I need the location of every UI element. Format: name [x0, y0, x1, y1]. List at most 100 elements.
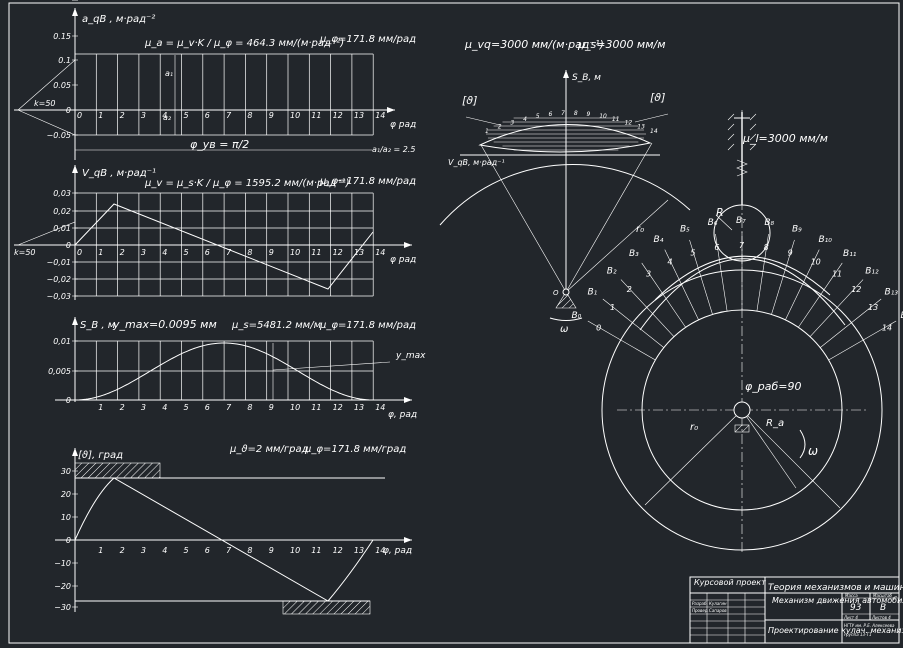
y-tick-label: 0,01: [53, 224, 71, 233]
combined-point-label: 14: [650, 128, 658, 135]
b-point-number: 13: [868, 303, 878, 312]
displacement-curve: [75, 342, 374, 401]
combined-point-label: 7: [561, 110, 565, 117]
a2-label: a₂: [163, 113, 172, 122]
displacement-scale: μ_s=5481.2 мм/м: [231, 320, 322, 331]
omega-right-label: ω: [808, 444, 818, 458]
x-tick-label: 1: [98, 403, 103, 412]
x-tick-label: 2: [120, 403, 125, 412]
x-tick-label: 11: [311, 248, 321, 257]
theta-right-label: [ϑ]: [650, 91, 665, 104]
x-tick-label: 14: [375, 248, 385, 257]
arrow-icon: [404, 537, 412, 543]
arrow-icon: [72, 317, 78, 325]
x-tick-label: 14: [375, 403, 385, 412]
sheet-border: [8, 2, 900, 644]
x-tick-label: 14: [375, 546, 385, 555]
acceleration-graph: a_qB , м·рад⁻² k=50 μ_a = μ_v·K / μ_φ = …: [14, 0, 416, 160]
x-tick-label: 3: [141, 403, 146, 412]
arrow-icon: [72, 165, 78, 173]
b-point-labels: B₀0B₁1B₂2B₃3B₄4B₅5B₆6B₇7B₈8B₉9B₁₀10B₁₁11…: [571, 216, 903, 333]
x-tick-label: 10: [290, 546, 300, 555]
velocity-graph: V_qB , м·рад⁻¹ k=50 μ_v = μ_s·K / μ_φ = …: [14, 165, 416, 301]
checker-name: Сапаров: [709, 608, 727, 613]
x-tick-label: 5: [184, 403, 189, 412]
phi0-label: φ_ув = π/2: [190, 138, 249, 151]
r0-leader: [644, 409, 743, 506]
guide-hatch: [727, 113, 757, 151]
y-tick-label: 0: [66, 396, 71, 405]
x-tick-label: 9: [269, 111, 274, 120]
velocity-mu-phi: μ_φ=171.8 мм/рад: [319, 176, 416, 187]
x-tick-label: 14: [375, 111, 385, 120]
b-point-number: 5: [690, 248, 695, 257]
acceleration-x-unit: φ рад: [390, 120, 416, 130]
combined-point-label: 12: [625, 120, 633, 127]
displacement-x-unit: φ, рад: [388, 410, 417, 420]
y-tick-label: 0,03: [53, 189, 71, 198]
b-point-label: B₃: [629, 249, 639, 259]
b-point-label: B₁₀: [818, 235, 832, 245]
x-tick-label: 12: [333, 111, 343, 120]
mu-l-label: μ_l=3000 мм/м: [742, 132, 828, 145]
angle-x-unit: φ, рад: [383, 546, 412, 556]
x-tick-label: 11: [311, 403, 321, 412]
displacement-y-label: S_B , м: [80, 320, 116, 331]
y-tick-label: 0.1: [58, 56, 71, 65]
x-tick-label: 13: [354, 111, 364, 120]
mass-value: 93: [850, 603, 862, 613]
pressure-angle-graph: [ϑ], град μ_ϑ=2 мм/град μ_φ=171.8 мм/гра…: [54, 444, 412, 615]
combined-point-label: 3: [510, 120, 514, 127]
combined-point-label: 8: [574, 110, 578, 117]
x-tick-label: 7: [226, 403, 232, 412]
radial-line: [602, 298, 665, 348]
ratio-label: a₁/a₂ = 2.5: [372, 145, 415, 154]
r0-middle-label: r₀: [636, 224, 644, 235]
b-point-number: 8: [764, 243, 769, 252]
radial-line: [641, 262, 686, 328]
y-tick-label: 0.05: [53, 81, 71, 90]
r-arrow-line: [741, 409, 797, 489]
x-tick-label: 4: [162, 248, 167, 257]
b-point-label: B₁₂: [865, 267, 879, 277]
acceleration-y-label: a_qB , м·рад⁻²: [82, 14, 155, 25]
y-tick-label: 0,01: [53, 337, 71, 346]
combined-diagram: μ_vq=3000 мм/(м·рад⁻¹) μ_s=3000 мм/м S_B…: [439, 38, 691, 335]
displacement-mu-phi: μ_φ=171.8 мм/рад: [319, 320, 416, 331]
radial-line: [620, 279, 675, 337]
x-tick-label: 7: [226, 546, 232, 555]
x-tick-label: 6: [205, 248, 210, 257]
y-tick-label: −30: [54, 603, 71, 612]
arrow-icon: [72, 448, 78, 456]
combined-point-label: 11: [612, 116, 620, 123]
velocity-curve: [74, 203, 374, 290]
acceleration-k-label: k=50: [34, 99, 56, 108]
radial-line: [715, 233, 728, 312]
ymax-value: y_max=0.0095 мм: [112, 318, 217, 331]
y-tick-label: −0,02: [46, 275, 71, 284]
arrow-icon: [404, 242, 412, 248]
theta-right-line: [634, 113, 669, 123]
radial-line: [756, 233, 769, 312]
velocity-k-label: k=50: [14, 248, 36, 257]
group: группа 13-Т1: [844, 632, 871, 637]
x-tick-label: 10: [290, 111, 300, 120]
ra-leader: [741, 409, 841, 509]
x-tick-label: 6: [205, 111, 210, 120]
lower-hatch: [282, 600, 371, 615]
y-tick-label: −0,03: [46, 292, 71, 301]
cam-support: [734, 424, 750, 433]
radial-line: [819, 298, 882, 348]
b-point-number: 7: [739, 241, 745, 250]
b-point-label: B₆: [708, 218, 718, 228]
b-point-number: 14: [882, 324, 892, 333]
sheet-number: Лист 4: [843, 615, 858, 620]
combined-point-label: 6: [548, 111, 552, 118]
b-point-number: 2: [627, 285, 632, 294]
role-developer: Разраб.: [692, 601, 708, 606]
x-tick-label: 6: [205, 403, 210, 412]
velocity-x-unit: φ рад: [390, 255, 416, 265]
